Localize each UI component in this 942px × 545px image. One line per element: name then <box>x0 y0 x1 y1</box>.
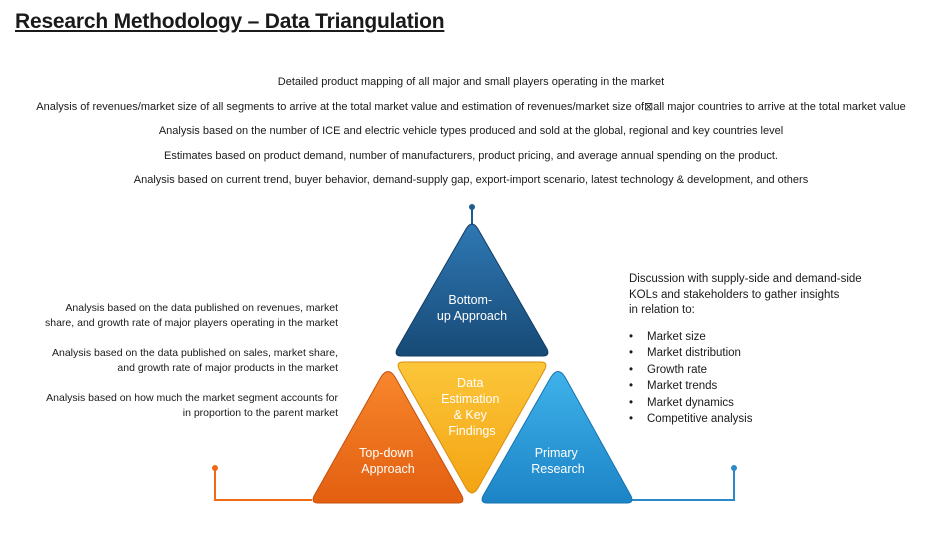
top-down-connector <box>212 465 312 501</box>
primary-research-triangle <box>481 371 633 504</box>
left-item: Analysis based on the data published on … <box>45 302 338 329</box>
top-down-label: Top-down Approach <box>359 446 417 476</box>
bullet-icon: • <box>629 330 634 343</box>
list-item: •Market size <box>629 329 929 346</box>
list-item: •Market trends <box>629 378 929 395</box>
bullet-icon: • <box>629 413 634 425</box>
data-estimation-triangle <box>397 361 547 494</box>
primary-research-panel: Discussion with supply-side and demand-s… <box>629 272 929 428</box>
bottom-up-triangle <box>395 223 549 357</box>
top-item: Analysis based on the number of ICE and … <box>158 125 784 137</box>
bullet-icon: • <box>629 363 634 376</box>
bullet-icon: • <box>629 380 634 392</box>
top-item: Analysis of revenues/market size of all … <box>36 100 906 113</box>
left-item: Analysis based on how much the market se… <box>46 392 338 419</box>
primary-research-label: Primary Research <box>531 446 585 476</box>
list-item: •Growth rate <box>629 362 929 379</box>
data-estimation-label: Data Estimation & Key Findings <box>441 376 503 438</box>
top-item: Estimates based on product demand, numbe… <box>164 149 778 162</box>
bottom-up-label: Bottom- up Approach <box>437 293 507 323</box>
list-item: •Market distribution <box>629 345 929 362</box>
top-item: Detailed product mapping of all major an… <box>277 76 665 88</box>
list-item: •Competitive analysis <box>629 411 929 428</box>
top-item: Analysis based on current trend, buyer b… <box>133 174 809 186</box>
primary-research-connector <box>632 465 737 501</box>
top-down-triangle <box>312 371 464 504</box>
top-analysis-list: Detailed product mapping of all major an… <box>0 70 942 193</box>
bullet-icon: • <box>629 396 634 409</box>
page-title: Research Methodology – Data Triangulatio… <box>15 10 445 33</box>
bullet-icon: • <box>629 347 634 359</box>
top-down-analysis-list: Analysis based on the data published on … <box>10 301 338 436</box>
primary-research-intro: Discussion with supply-side and demand-s… <box>629 273 862 316</box>
left-item: Analysis based on the data published on … <box>51 347 338 374</box>
list-item: •Market dynamics <box>629 395 929 412</box>
primary-research-list: •Market size •Market distribution •Growt… <box>629 329 929 428</box>
